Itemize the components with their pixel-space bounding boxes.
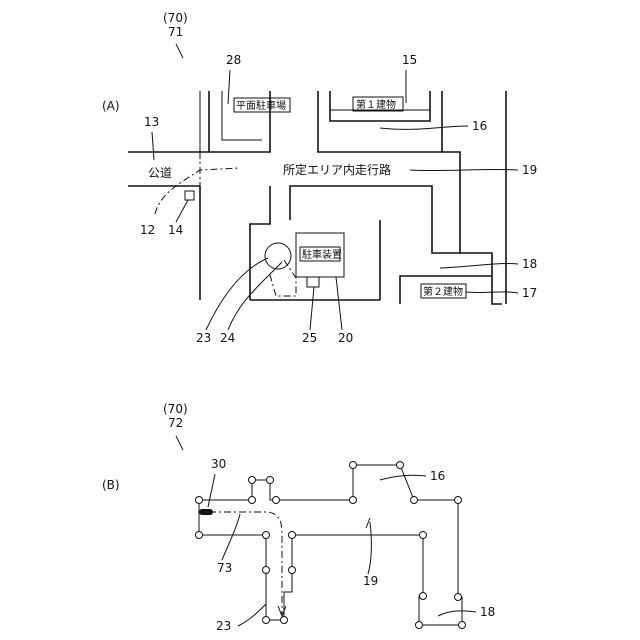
numeral-28: 28 bbox=[226, 53, 241, 67]
node bbox=[249, 477, 256, 484]
gate-device-14 bbox=[185, 191, 194, 200]
arrow-19b bbox=[366, 518, 370, 528]
numeral-17: 17 bbox=[522, 286, 537, 300]
leader-25 bbox=[310, 287, 314, 330]
numeral-24: 24 bbox=[220, 331, 235, 345]
numeral-13: 13 bbox=[144, 115, 159, 129]
terminal-25 bbox=[307, 277, 319, 287]
parking-lot-label: 平面駐車場 bbox=[236, 99, 286, 112]
node bbox=[416, 622, 423, 629]
node bbox=[263, 567, 270, 574]
fig-a-panel-label: (A) bbox=[102, 99, 120, 113]
node bbox=[455, 594, 462, 601]
numeral-18b: 18 bbox=[480, 605, 495, 619]
node bbox=[289, 532, 296, 539]
leader-23b bbox=[238, 604, 266, 626]
node bbox=[196, 497, 203, 504]
node bbox=[281, 617, 288, 624]
numeral-20: 20 bbox=[338, 331, 353, 345]
fig-a-ref-paren: (70) bbox=[163, 11, 188, 25]
leader-19b bbox=[368, 522, 371, 574]
fig-a-ref-main: 71 bbox=[168, 25, 183, 39]
leader-28 bbox=[228, 70, 230, 104]
numeral-16: 16 bbox=[472, 119, 487, 133]
leader-24 bbox=[228, 262, 282, 330]
node bbox=[273, 497, 280, 504]
node bbox=[249, 497, 256, 504]
node bbox=[420, 532, 427, 539]
building1-label: 第１建物 bbox=[356, 98, 396, 111]
route-24-dashed bbox=[270, 260, 296, 296]
fig-b-ref-main: 72 bbox=[168, 416, 183, 430]
node bbox=[196, 532, 203, 539]
numeral-14: 14 bbox=[168, 223, 183, 237]
leader-20 bbox=[336, 277, 342, 330]
area-path-label: 所定エリア内走行路 bbox=[283, 162, 391, 177]
public-road-label: 公道 bbox=[148, 166, 172, 180]
parking-area-boundary bbox=[250, 186, 270, 300]
node bbox=[455, 497, 462, 504]
fig-b-ref-arrow bbox=[176, 436, 183, 450]
fig-b-ref-paren: (70) bbox=[163, 402, 188, 416]
parking-device-label: 駐車装置 bbox=[302, 248, 342, 261]
numeral-16b: 16 bbox=[430, 469, 445, 483]
figure-b: (70) 72 (B) bbox=[102, 402, 495, 633]
leader-13 bbox=[152, 132, 154, 160]
node bbox=[411, 497, 418, 504]
numeral-19: 19 bbox=[522, 163, 537, 177]
inner-block-boundary bbox=[290, 186, 460, 253]
node bbox=[420, 593, 427, 600]
right-road-boundary bbox=[442, 152, 502, 304]
numeral-25: 25 bbox=[302, 331, 317, 345]
numeral-30: 30 bbox=[211, 457, 226, 471]
fig-a-ref-arrow bbox=[176, 44, 183, 58]
node bbox=[263, 617, 270, 624]
numeral-73: 73 bbox=[217, 561, 232, 575]
numeral-12: 12 bbox=[140, 223, 155, 237]
graph-edges bbox=[199, 465, 462, 625]
node bbox=[397, 462, 404, 469]
edge-left-top bbox=[199, 465, 462, 625]
leader-16 bbox=[380, 126, 468, 129]
node bbox=[350, 462, 357, 469]
numeral-23b: 23 bbox=[216, 619, 231, 633]
leader-14 bbox=[176, 200, 188, 222]
numeral-18: 18 bbox=[522, 257, 537, 271]
vehicle-30 bbox=[199, 509, 213, 515]
leader-23 bbox=[206, 258, 268, 330]
node bbox=[350, 497, 357, 504]
numeral-23: 23 bbox=[196, 331, 211, 345]
building2-label: 第２建物 bbox=[423, 285, 463, 298]
node bbox=[289, 567, 296, 574]
leader-73 bbox=[222, 514, 240, 560]
figure-a: (70) 71 (A) 平面駐車場 第１建物 第２建物 公道 bbox=[102, 11, 506, 304]
node bbox=[459, 622, 466, 629]
leader-30 bbox=[208, 474, 215, 507]
leader-16b bbox=[380, 475, 426, 480]
leader-18b bbox=[438, 611, 476, 616]
node bbox=[263, 532, 270, 539]
fig-b-panel-label: (B) bbox=[102, 478, 120, 492]
graph-nodes bbox=[196, 462, 466, 629]
numeral-19b: 19 bbox=[363, 574, 378, 588]
leader-19 bbox=[410, 169, 518, 170]
numeral-15: 15 bbox=[402, 53, 417, 67]
node bbox=[267, 477, 274, 484]
